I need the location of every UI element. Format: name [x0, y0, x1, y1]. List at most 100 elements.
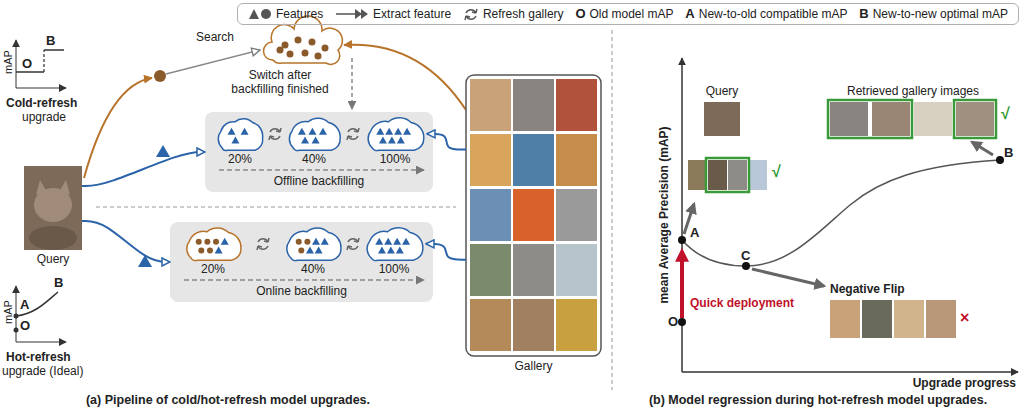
feature-dot — [207, 247, 213, 253]
node-text: 40% — [302, 152, 326, 166]
node-text: Gallery — [514, 359, 552, 373]
regression-plot — [678, 58, 1018, 372]
legend-text: Features — [276, 7, 323, 21]
cloud-outline — [289, 118, 340, 150]
axis-label: mAP — [1, 50, 15, 74]
legend-symbol — [465, 9, 477, 20]
query-photo — [24, 166, 82, 250]
refresh-icon — [270, 129, 280, 132]
old-gallery-cloud — [263, 16, 342, 64]
legend-item: ANew-to-old compatible mAP — [685, 7, 847, 21]
backfill-band-shape — [205, 112, 433, 192]
legend-item: Refresh gallery — [463, 7, 564, 21]
gallery-photos — [513, 79, 554, 131]
feature-triangle — [315, 246, 323, 253]
arrow-label: Search — [196, 30, 234, 44]
feature-dot — [196, 239, 202, 245]
mini-chart — [14, 314, 19, 319]
node-text: 40% — [301, 262, 325, 276]
regression-plot — [678, 236, 686, 244]
old-gallery-cloud — [277, 47, 284, 54]
result-photos — [830, 300, 860, 338]
old-gallery-cloud — [263, 16, 342, 64]
node-text: 20% — [201, 262, 225, 276]
search-path — [154, 70, 166, 82]
legend-text: Refresh gallery — [483, 7, 564, 21]
backfill-band-shape — [219, 169, 424, 170]
gallery-photos — [556, 79, 597, 131]
feature-cloud: 100% — [363, 116, 427, 167]
gallery-photos — [556, 244, 597, 296]
mini-chart — [43, 50, 44, 72]
result-photos — [862, 300, 892, 338]
refresh-icon — [264, 238, 269, 242]
refresh-icon — [257, 246, 262, 250]
gallery-photos — [556, 299, 597, 351]
gallery-photos — [470, 299, 511, 351]
connector-arrow — [82, 152, 205, 186]
old-gallery-cloud — [315, 53, 322, 60]
gallery-photos — [556, 134, 597, 186]
legend-symbol — [355, 9, 368, 19]
feature-triangle — [378, 246, 386, 253]
point-label: O — [668, 315, 678, 329]
node-text: 20% — [228, 152, 252, 166]
connector-arrow — [427, 134, 466, 150]
old-gallery-cloud — [282, 42, 289, 49]
refresh-icon — [354, 238, 359, 242]
refresh-icon — [347, 136, 352, 140]
regression-plot — [682, 160, 1000, 266]
result-photos — [954, 100, 996, 138]
feature-triangle — [321, 238, 329, 245]
node-text: 100% — [379, 262, 410, 276]
legend-symbol — [248, 7, 272, 21]
old-gallery-cloud — [322, 45, 329, 52]
feature-triangle — [231, 136, 239, 143]
feature-cloud: 100% — [362, 226, 426, 277]
feature-triangle — [298, 128, 306, 135]
mini-chart — [16, 88, 66, 89]
cloud-outline — [367, 228, 423, 261]
backfill-band: Offline backfilling20%40%100% — [205, 112, 433, 192]
refresh-icon — [269, 136, 274, 140]
cloud-outline — [182, 226, 244, 262]
arrow-label: Switch after backfilling finished — [222, 68, 338, 96]
feature-dot — [298, 247, 304, 253]
legend-symbol — [335, 7, 369, 21]
gallery-photos — [470, 244, 511, 296]
legend-text: Extract feature — [373, 7, 451, 21]
legend-text: New-to-old compatible mAP — [699, 7, 848, 21]
gallery-photos — [470, 79, 511, 131]
legend-symbol — [463, 7, 479, 21]
backfill-band-shape — [170, 222, 433, 302]
gallery-photos — [470, 134, 511, 186]
feature-triangle — [375, 238, 383, 245]
old-gallery-cloud — [309, 39, 316, 46]
result-photos — [708, 160, 727, 190]
result-photos — [830, 102, 868, 136]
cloud-outline — [187, 228, 241, 261]
feature-triangle — [394, 128, 402, 135]
feature-cloud: 20% — [215, 116, 265, 167]
legend-text: New-to-new optimal mAP — [873, 7, 1008, 21]
caption: (a) Pipeline of cold/hot-refresh model u… — [86, 393, 370, 407]
feature-triangle — [379, 136, 387, 143]
node-text: Retrieved gallery images — [847, 84, 979, 98]
gallery-photos — [513, 299, 554, 351]
refresh-icon — [348, 129, 358, 132]
result-photos — [728, 160, 747, 190]
mini-chart — [16, 292, 58, 316]
legend-item: B New-to-new optimal mAP — [859, 7, 1008, 21]
switch-arrow — [351, 58, 353, 109]
result-photos — [956, 102, 994, 136]
gallery-photos — [470, 189, 511, 241]
query-photo — [24, 166, 82, 250]
legend-letter: B — [859, 7, 868, 21]
refresh-icon — [347, 246, 352, 250]
backfill-band-shape — [170, 112, 433, 302]
cloud-outline — [362, 226, 426, 262]
regression-plot — [742, 262, 750, 270]
legend-bar: FeaturesExtract featureRefresh galleryOO… — [237, 3, 1019, 25]
feature-cloud: 40% — [282, 226, 344, 277]
feature-triangle — [397, 136, 405, 143]
